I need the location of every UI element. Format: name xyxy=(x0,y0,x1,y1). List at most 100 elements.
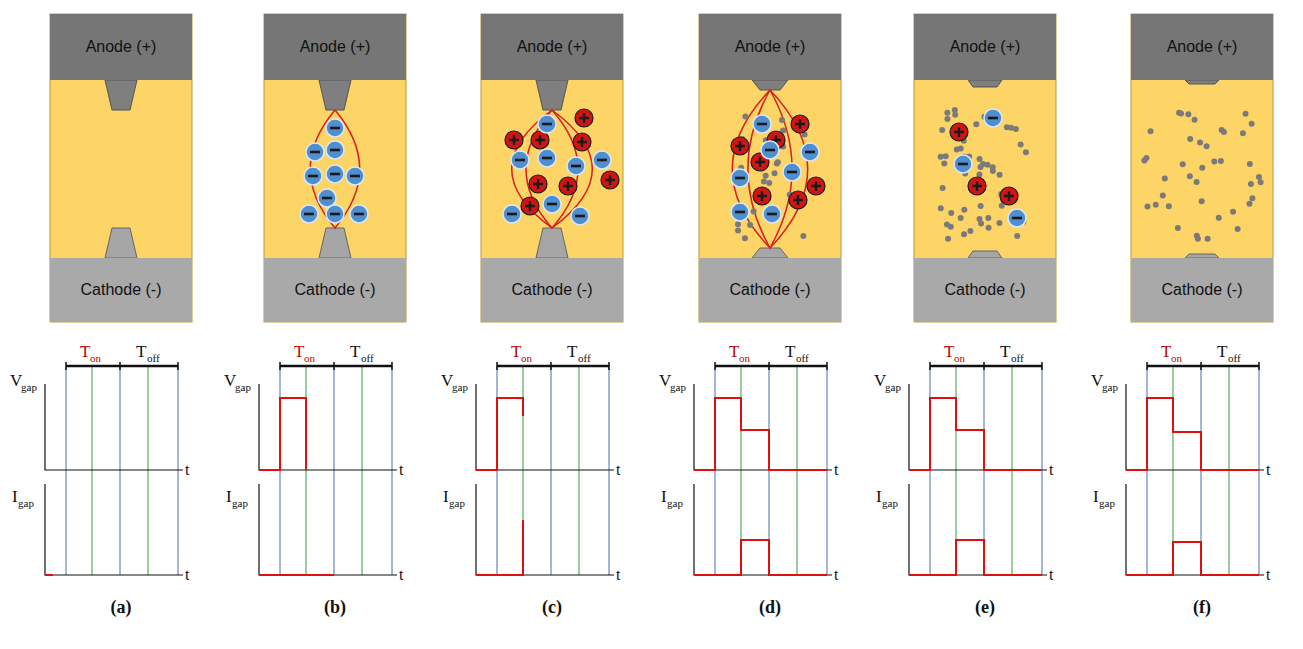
debris-particle xyxy=(1205,236,1211,242)
debris-particle xyxy=(735,227,741,233)
electrode-label: Cathode (-) xyxy=(508,281,597,299)
positive-ion xyxy=(1000,187,1018,205)
anode-electrode: Anode (+) xyxy=(264,14,406,80)
axis-label: t xyxy=(834,567,838,583)
plus-sign xyxy=(795,119,805,129)
time-subscript: off xyxy=(147,353,160,364)
plus-sign xyxy=(533,179,543,189)
plus-sign xyxy=(954,127,964,137)
negative-ion xyxy=(801,143,819,161)
cathode-tip xyxy=(968,251,1002,258)
current-signal xyxy=(45,574,53,576)
debris-particle xyxy=(997,172,1003,178)
debris-particle xyxy=(742,235,748,241)
period-tick xyxy=(119,362,121,370)
axis-subscript: gap xyxy=(452,382,468,393)
current-signal xyxy=(259,574,334,576)
period-tick xyxy=(496,362,498,370)
axis-subscript: gap xyxy=(18,498,34,509)
plus-sign xyxy=(509,135,519,145)
time-subscript: off xyxy=(796,353,809,364)
debris-particle xyxy=(1141,158,1147,164)
debris-particle xyxy=(1185,111,1191,117)
positive-ion xyxy=(968,177,986,195)
positive-ion xyxy=(573,133,591,151)
minus-sign xyxy=(308,175,318,178)
cathode-tip xyxy=(319,228,351,258)
time-subscript: off xyxy=(361,353,374,364)
debris-particle xyxy=(1014,233,1020,239)
negative-ion xyxy=(543,195,561,213)
period-tick xyxy=(1041,362,1043,370)
time-symbol: T xyxy=(80,343,90,360)
voltage-signal xyxy=(1126,398,1259,470)
debris-particle xyxy=(973,121,979,127)
debris-particle xyxy=(1180,161,1186,167)
negative-ion xyxy=(346,167,364,185)
time-subscript: on xyxy=(90,353,101,364)
axis-subscript: gap xyxy=(232,498,248,509)
cathode-electrode: Cathode (-) xyxy=(50,258,192,322)
time-subscript: off xyxy=(1228,353,1241,364)
current-signal xyxy=(1126,542,1259,575)
dielectric-gap xyxy=(1131,14,1273,322)
debris-particle xyxy=(735,221,741,227)
cathode-electrode: Cathode (-) xyxy=(1131,258,1273,322)
negative-ion xyxy=(1008,209,1026,227)
plus-sign xyxy=(605,175,615,185)
debris-particle xyxy=(1153,202,1159,208)
negative-ion xyxy=(318,189,336,207)
minus-sign xyxy=(507,213,517,216)
voltage-axes xyxy=(476,384,614,470)
axis-label: t xyxy=(1266,567,1270,583)
time-subscript: off xyxy=(578,353,591,364)
debris-particle xyxy=(967,228,973,234)
plus-sign xyxy=(793,195,803,205)
debris-particle xyxy=(1199,165,1205,171)
debris-particle xyxy=(779,117,785,123)
anode-electrode: Anode (+) xyxy=(1131,14,1273,80)
axis-label: t xyxy=(1266,462,1270,478)
period-tick xyxy=(929,362,931,370)
electrode-label: Cathode (-) xyxy=(941,281,1030,299)
debris-particle xyxy=(1018,141,1024,147)
current-axes xyxy=(259,484,397,575)
debris-particle xyxy=(996,220,1002,226)
debris-particle xyxy=(742,114,748,120)
debris-particle xyxy=(1230,209,1236,215)
debris-particle xyxy=(1148,128,1154,134)
debris-particle xyxy=(763,173,769,179)
minus-sign xyxy=(765,149,775,152)
period-tick xyxy=(1258,362,1260,370)
panel-label: (b) xyxy=(324,598,346,616)
time-subscript: on xyxy=(954,353,965,364)
axis-symbol: V xyxy=(224,372,236,389)
voltage-signal xyxy=(259,398,306,470)
cathode-electrode: Cathode (-) xyxy=(699,258,841,322)
time-symbol: T xyxy=(944,343,954,360)
negative-ion xyxy=(538,149,556,167)
period-tick xyxy=(333,362,335,370)
debris-particle xyxy=(800,233,806,239)
period-tick xyxy=(550,362,552,370)
axis-subscript: gap xyxy=(882,498,898,509)
minus-sign xyxy=(330,213,340,216)
axis-subscript: gap xyxy=(449,498,465,509)
period-bar xyxy=(280,365,392,368)
anode-tip xyxy=(968,80,1002,87)
debris-particle xyxy=(978,220,984,226)
debris-particle xyxy=(941,161,947,167)
axis-symbol: I xyxy=(661,488,667,505)
electrode-label: Cathode (-) xyxy=(726,281,815,299)
positive-ion xyxy=(789,191,807,209)
time-symbol: T xyxy=(729,343,739,360)
plus-sign xyxy=(755,157,765,167)
debris-particle xyxy=(1216,215,1222,221)
panel-label: (d) xyxy=(759,598,781,616)
debris-particle xyxy=(1192,117,1198,123)
minus-sign xyxy=(542,123,552,126)
positive-ion xyxy=(807,177,825,195)
time-symbol: T xyxy=(1161,343,1171,360)
debris-particle xyxy=(1145,203,1151,209)
debris-particle xyxy=(945,236,951,242)
